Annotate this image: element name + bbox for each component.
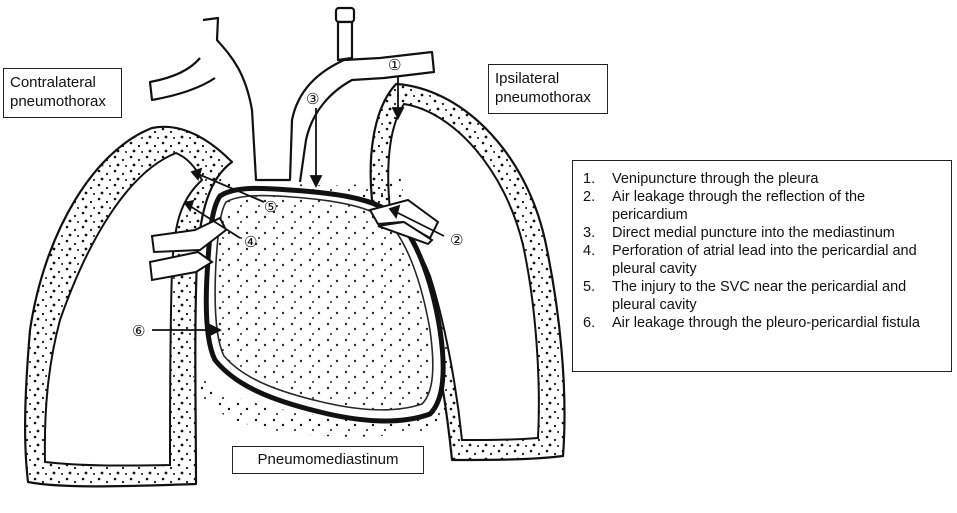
contralateral-label: Contralateral pneumothorax [3,68,122,118]
heart [203,185,446,424]
legend-item: 6.Air leakage through the pleuro-pericar… [583,315,920,331]
marker-6: ⑥ [132,322,145,340]
ipsilateral-label: Ipsilateral pneumothorax [488,64,608,114]
annotation-arrows [152,76,445,337]
marker-2: ② [450,231,463,249]
legend-item: 4.Perforation of atrial lead into the pe… [583,243,917,277]
legend-item: 2.Air leakage through the reflection of … [583,189,866,223]
legend-box: 1.Venipuncture through the pleura 2.Air … [572,160,952,372]
left-lung [24,125,234,488]
legend-item: 3.Direct medial puncture into the medias… [583,225,895,241]
great-vessels [148,6,436,183]
marker-5: ⑤ [264,198,277,216]
legend-item: 5.The injury to the SVC near the pericar… [583,279,907,313]
pulmonary-vessels [148,198,440,282]
markers: ① ② ③ ④ ⑤ ⑥ [132,56,463,340]
legend-item: 1.Venipuncture through the pleura [583,171,819,187]
legend-list: 1.Venipuncture through the pleura 2.Air … [583,170,943,332]
marker-1: ① [388,56,401,74]
pneumomediastinum-label: Pneumomediastinum [232,446,424,474]
right-lung [369,82,566,462]
marker-4: ④ [244,233,257,251]
marker-3: ③ [306,90,319,108]
